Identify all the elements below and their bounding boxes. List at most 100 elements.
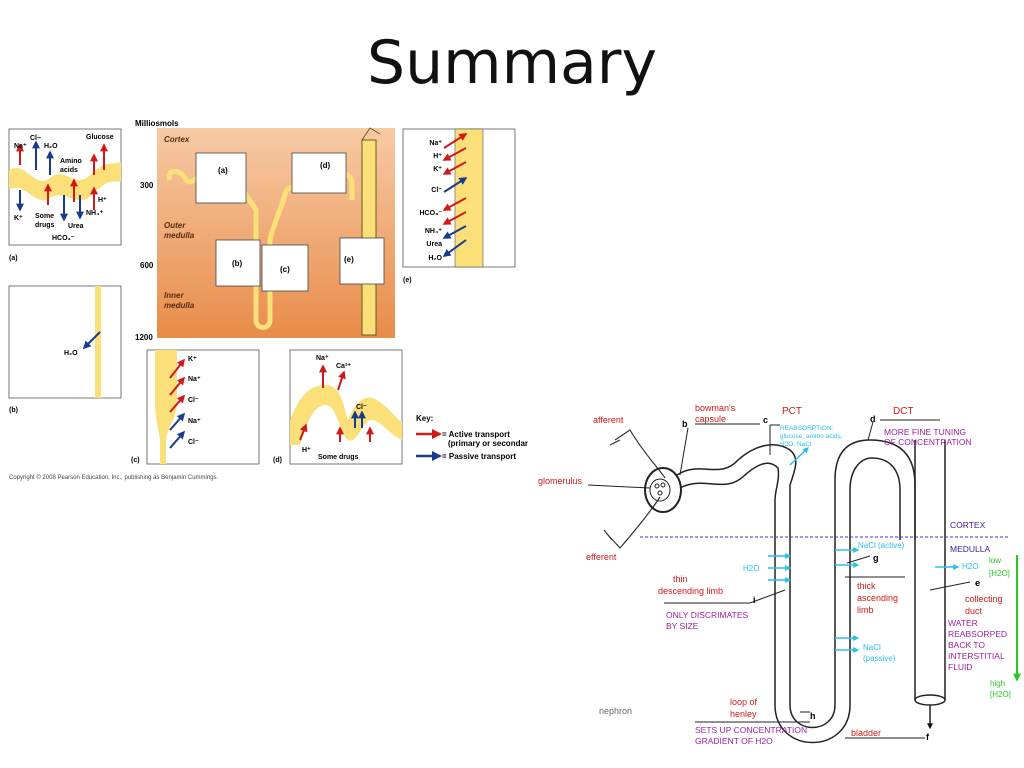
panel-a: Cl− Na⁺ H₂O Glucose Amino acids H⁺ K⁺ So…	[8, 128, 122, 262]
label-sets-2: GRADIENT OF H2O	[695, 736, 773, 746]
bowmans-capsule	[644, 467, 682, 513]
panel-a-na: Na⁺	[14, 143, 27, 150]
label-water-3: BACK TO	[948, 640, 985, 650]
arterioles	[607, 429, 666, 549]
label-thin-1: thin	[673, 574, 688, 584]
label-loop-1: loop of	[730, 697, 758, 707]
nephron-sketch	[587, 419, 1021, 744]
panel-e-item-8: H₂O	[428, 255, 442, 262]
label-collecting-2: duct	[965, 606, 983, 616]
panel-a-drugs-2: drugs	[35, 222, 55, 229]
panel-e-item-7: Urea	[426, 241, 442, 248]
label-reabs-2: glucose, amino acids,	[780, 433, 843, 440]
panel-d-na: Na⁺	[316, 355, 329, 362]
label-water-5: FLUID	[948, 662, 973, 672]
label-bladder: bladder	[851, 728, 881, 738]
label-water-4: INTERSTITIAL	[948, 651, 1005, 661]
panel-e: Na⁺ H⁺ K⁺ Cl⁻ HCO₃⁻ NH₄⁺ Urea H₂O (e)	[402, 128, 516, 284]
panel-a-hco3: HCO₃⁻	[52, 235, 75, 242]
label-bowmans-1: bowman's	[695, 403, 736, 413]
letter-g: g	[873, 553, 879, 563]
panel-b: H₂O (b)	[8, 285, 122, 414]
tubule-outer	[676, 439, 916, 729]
label-glomerulus: glomerulus	[538, 476, 583, 486]
label-collecting-1: collecting	[965, 594, 1003, 604]
panel-e-item-6: NH₄⁺	[425, 228, 442, 235]
panel-e-label: (e)	[403, 277, 412, 284]
label-water-1: WATER	[948, 618, 978, 628]
panel-a-amino-1: Amino	[60, 158, 82, 165]
letter-e: e	[975, 578, 980, 588]
key-passive: = Passive transport	[442, 452, 516, 461]
legend-key: Key: = Active transport (primary or seco…	[416, 414, 528, 461]
panel-c: K⁺ Na⁺ Cl⁻ Na⁺ Cl⁻ (c)	[131, 349, 260, 465]
box-d	[291, 152, 347, 194]
label-thick-2: ascending	[857, 593, 898, 603]
box-d-label: (d)	[320, 161, 331, 170]
label-low-2: [H2O]	[989, 569, 1010, 578]
label-cortex: CORTEX	[950, 520, 986, 530]
panel-d: Na⁺ Ca²⁺ Cl⁻ H⁺ Some drugs (d)	[273, 349, 403, 465]
label-afferent: afferent	[593, 415, 624, 425]
letter-b: b	[682, 419, 688, 429]
label-loop-2: henley	[730, 709, 757, 719]
collecting-duct	[914, 440, 946, 700]
panel-a-hplus: H⁺	[98, 197, 107, 204]
panel-d-label: (d)	[273, 457, 282, 464]
label-medulla: MEDULLA	[950, 544, 990, 554]
panel-e-item-2: H⁺	[433, 153, 442, 160]
letter-i: i	[753, 595, 756, 605]
box-e	[339, 237, 385, 285]
panel-d-ca: Ca²⁺	[336, 363, 351, 370]
panel-c-item-3: Cl⁻	[188, 397, 199, 404]
panel-c-label: (c)	[131, 457, 140, 464]
inner-medulla-label-2: medulla	[164, 301, 195, 310]
panel-a-drugs-1: Some	[35, 213, 54, 220]
label-discrim-2: BY SIZE	[666, 621, 699, 631]
label-h2o-left: H2O	[743, 564, 759, 573]
letter-d: d	[870, 414, 876, 424]
slide-title: Summary	[367, 28, 657, 98]
panel-a-h2o: H₂O	[44, 143, 58, 150]
panel-e-item-1: Na⁺	[429, 140, 442, 147]
box-a-label: (a)	[218, 166, 228, 175]
label-sets-1: SETS UP CONCENTRATION	[695, 725, 807, 735]
panel-c-item-2: Na⁺	[188, 376, 201, 383]
scale-title: Milliosmols	[135, 119, 179, 128]
key-title: Key:	[416, 414, 433, 423]
label-dct: DCT	[893, 406, 914, 417]
panel-a-glucose: Glucose	[86, 134, 114, 141]
scale-1200: 1200	[135, 333, 153, 342]
panel-a-urea: Urea	[68, 223, 84, 230]
panel-a-k: K⁺	[14, 215, 23, 222]
label-nacl-active: NaCl (active)	[858, 541, 905, 550]
label-thin-2: descending limb	[658, 586, 723, 596]
panel-a-label: (a)	[9, 255, 18, 262]
label-nacl-passive-1: NaCl	[863, 643, 881, 652]
outer-medulla-label-2: medulla	[164, 231, 195, 240]
panel-d-drugs: Some drugs	[318, 454, 359, 461]
label-high-1: high	[990, 679, 1005, 688]
key-active: = Active transport	[442, 430, 510, 439]
label-bowmans-2: capsule	[695, 414, 726, 424]
nephron-labels: afferent efferent glomerulus bowman's ca…	[538, 403, 1011, 746]
label-pct: PCT	[782, 406, 802, 417]
label-low-1: low	[989, 556, 1001, 565]
letter-h: h	[810, 711, 816, 721]
duct-top	[361, 127, 381, 141]
panel-a-nh4: NH₄⁺	[86, 210, 103, 217]
scale-300: 300	[140, 181, 154, 190]
box-b	[215, 239, 261, 287]
central-nephron-figure: Milliosmols Cortex Outer medulla Inner m…	[135, 119, 395, 342]
panel-d-cl: Cl⁻	[356, 404, 367, 411]
label-fine-2: OF CONCENTRATION	[884, 437, 972, 447]
box-c-label: (c)	[280, 265, 290, 274]
box-c	[261, 244, 309, 292]
label-nephron-caption: nephron	[599, 706, 632, 716]
outer-medulla-label-1: Outer	[164, 221, 186, 230]
label-h2o-right: H2O	[962, 562, 978, 571]
label-fine-1: MORE FINE TUNING	[884, 427, 966, 437]
label-reabs-3: H2O, NaCl	[780, 441, 812, 448]
label-nacl-passive-2: (passive)	[863, 654, 896, 663]
box-a	[195, 152, 247, 204]
